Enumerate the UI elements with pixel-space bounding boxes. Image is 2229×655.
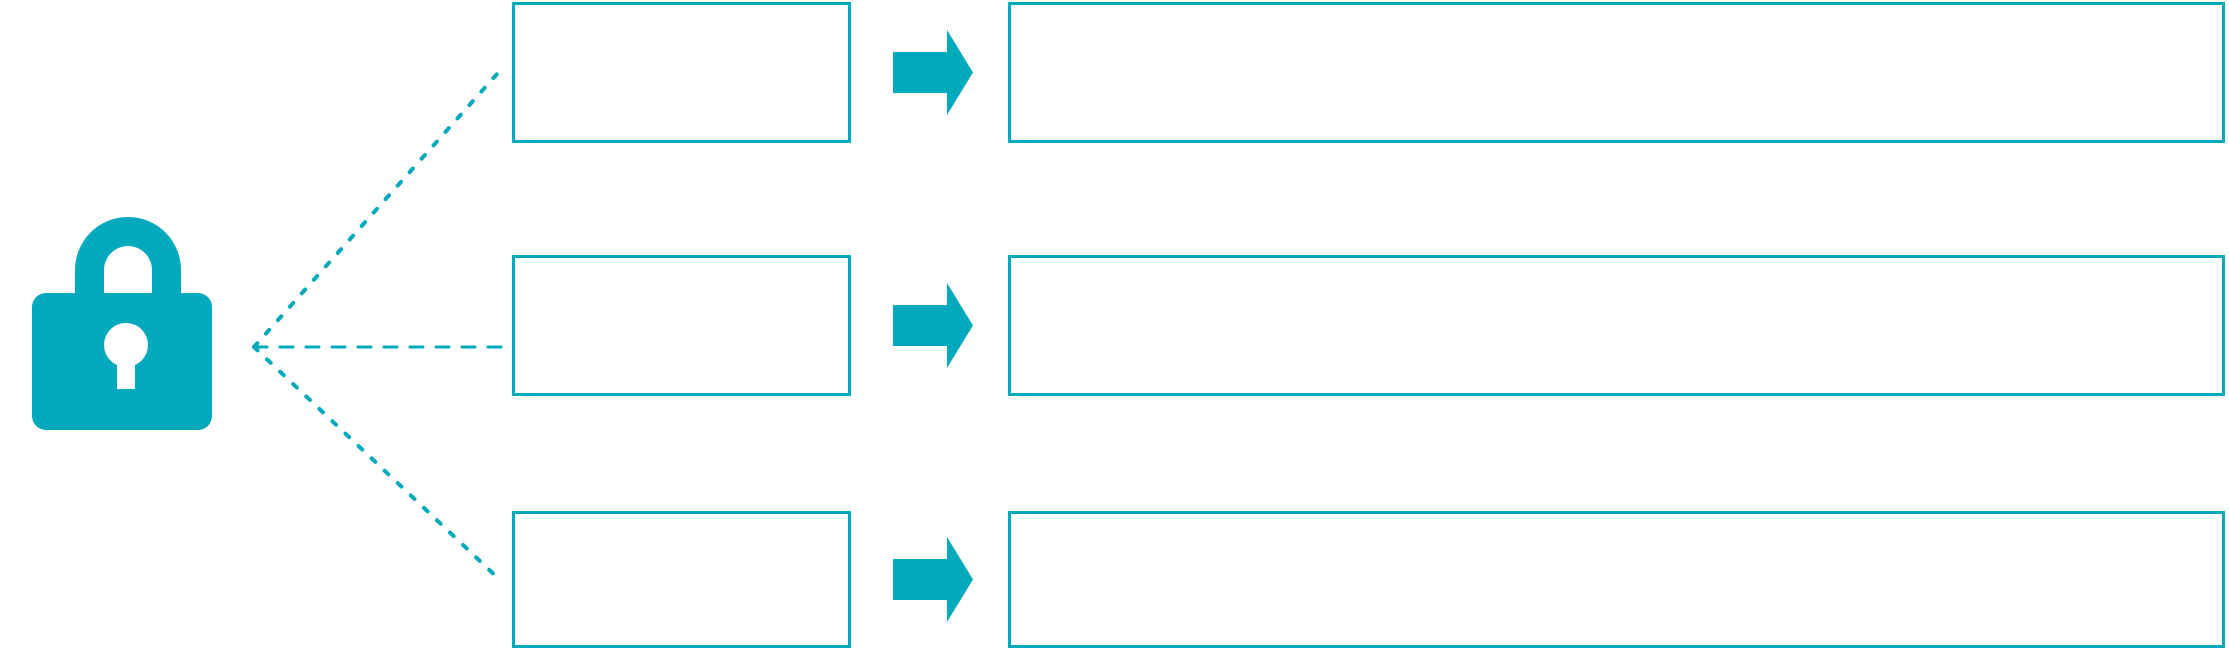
output-box-3[interactable]: [1008, 511, 2225, 648]
input-box-3[interactable]: [512, 511, 851, 648]
connector-branch-bottom: [252, 345, 502, 582]
row-2: [512, 255, 2225, 396]
output-box-2[interactable]: [1008, 255, 2225, 396]
arrow-right-icon: [893, 537, 973, 622]
output-box-1[interactable]: [1008, 2, 2225, 143]
row-1: [512, 2, 2225, 143]
input-box-2[interactable]: [512, 255, 851, 396]
row-3: [512, 511, 2225, 648]
connector-lines: [252, 72, 504, 582]
input-box-1[interactable]: [512, 2, 851, 143]
lock-icon: [32, 217, 212, 430]
arrow-right-icon: [893, 283, 973, 368]
connector-branch-top: [252, 72, 499, 349]
arrow-right-icon: [893, 30, 973, 115]
